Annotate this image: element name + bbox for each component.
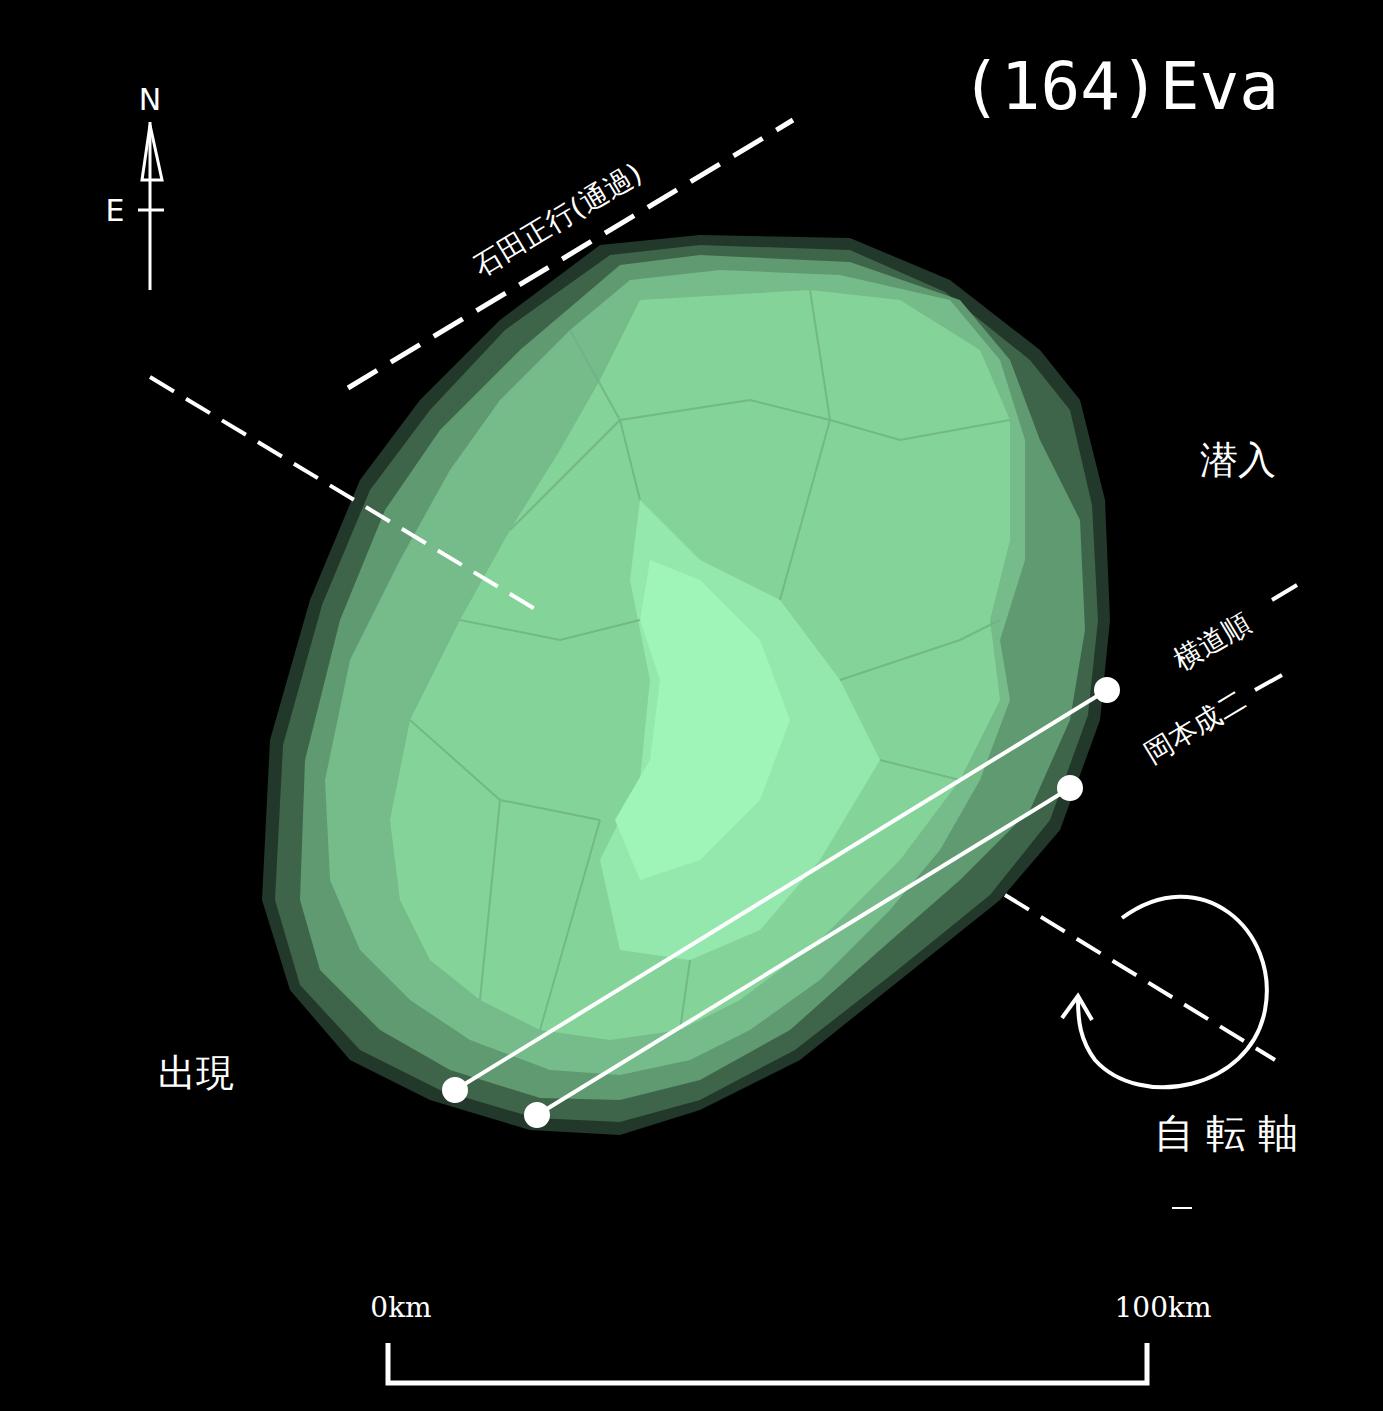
scale-label: 0km xyxy=(370,1294,431,1322)
north-indicator xyxy=(138,122,164,290)
axis-label: 自転軸 xyxy=(1154,1113,1310,1153)
small-mark xyxy=(1172,1207,1192,1209)
rotation-axis xyxy=(150,377,1275,1060)
scale-bar xyxy=(388,1343,1147,1383)
diagram-title: (164)Eva xyxy=(961,54,1279,120)
occultation-chords xyxy=(444,585,1297,1126)
passing-chord xyxy=(348,120,793,388)
scale-label: 100km xyxy=(1115,1294,1212,1322)
compass-east: E xyxy=(106,196,125,226)
disappearance-label: 潜入 xyxy=(1200,441,1276,479)
reappearance-label: 出現 xyxy=(158,1054,234,1092)
compass-north: N xyxy=(139,85,161,115)
background xyxy=(8,8,1375,1403)
rotation-arrow xyxy=(1062,897,1267,1088)
asteroid-shape xyxy=(262,235,1110,1135)
